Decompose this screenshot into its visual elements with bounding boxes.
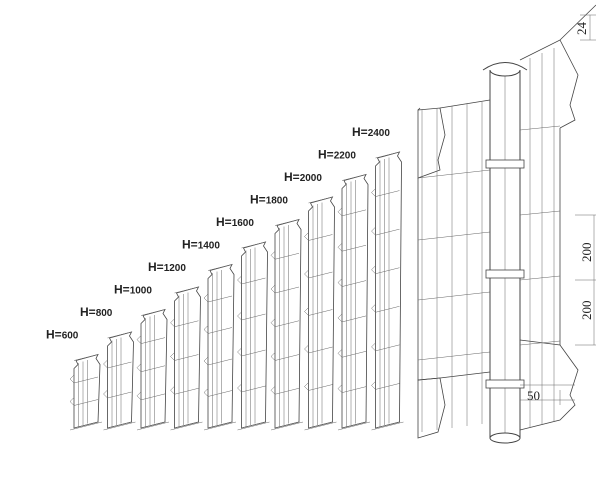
panel-800: H=800 bbox=[80, 305, 136, 431]
panel-height-prefix: H= bbox=[318, 148, 334, 162]
dim-label-mid-upper: 200 bbox=[579, 243, 594, 263]
panel-height-value: 800 bbox=[96, 308, 113, 319]
detail-panel-left bbox=[417, 99, 491, 439]
panel-height-prefix: H= bbox=[216, 215, 232, 229]
panel-2200: H=2200 bbox=[318, 148, 371, 431]
panel-height-value: 2400 bbox=[368, 128, 391, 139]
panel-height-label-1400: H=1400 bbox=[182, 238, 220, 252]
panel-height-prefix: H= bbox=[284, 170, 300, 184]
panel-height-value: 2000 bbox=[300, 173, 323, 184]
panel-height-value: 1600 bbox=[232, 218, 255, 229]
panel-height-prefix: H= bbox=[148, 260, 164, 274]
panel-2400: H=2400 bbox=[352, 125, 404, 431]
panel-height-prefix: H= bbox=[114, 283, 130, 297]
panel-1000: H=1000 bbox=[114, 283, 170, 431]
panel-height-label-2400: H=2400 bbox=[352, 125, 390, 139]
panel-height-value: 600 bbox=[62, 331, 79, 342]
panel-height-value: 1800 bbox=[266, 196, 289, 207]
panel-height-value: 1200 bbox=[164, 263, 187, 274]
dim-label-mid-lower: 200 bbox=[579, 301, 594, 321]
panel-height-label-800: H=800 bbox=[80, 305, 113, 319]
panel-1200: H=1200 bbox=[148, 260, 203, 431]
panel-height-prefix: H= bbox=[250, 193, 266, 207]
panel-height-label-2000: H=2000 bbox=[284, 170, 322, 184]
panel-600: H=600 bbox=[46, 328, 103, 431]
panel-height-prefix: H= bbox=[80, 305, 96, 319]
dim-label-bottom: 50 bbox=[527, 388, 540, 403]
panel-height-prefix: H= bbox=[46, 328, 62, 342]
panel-height-label-1200: H=1200 bbox=[148, 260, 186, 274]
post bbox=[482, 62, 528, 444]
panel-height-prefix: H= bbox=[352, 125, 368, 139]
panel-1800: H=1800 bbox=[250, 193, 304, 431]
panel-2000: H=2000 bbox=[284, 170, 337, 431]
dimension-lines bbox=[520, 14, 596, 405]
panel-height-label-1800: H=1800 bbox=[250, 193, 288, 207]
panel-height-label-1600: H=1600 bbox=[216, 215, 254, 229]
dim-label-top: 24 bbox=[574, 22, 589, 36]
panel-1600: H=1600 bbox=[216, 215, 270, 431]
panel-height-prefix: H= bbox=[182, 238, 198, 252]
panels-group: H=600H=800H=1000H=1200H=1400H=1600H=1800… bbox=[46, 125, 404, 431]
panel-height-value: 1000 bbox=[130, 286, 153, 297]
panel-height-value: 2200 bbox=[334, 151, 357, 162]
detail-view: 24 200 200 50 bbox=[417, 4, 596, 444]
panel-height-label-1000: H=1000 bbox=[114, 283, 152, 297]
detail-panel-right bbox=[519, 4, 596, 431]
panel-height-value: 1400 bbox=[198, 241, 221, 252]
panel-1400: H=1400 bbox=[182, 238, 237, 431]
panel-height-label-2200: H=2200 bbox=[318, 148, 356, 162]
panel-height-label-600: H=600 bbox=[46, 328, 79, 342]
